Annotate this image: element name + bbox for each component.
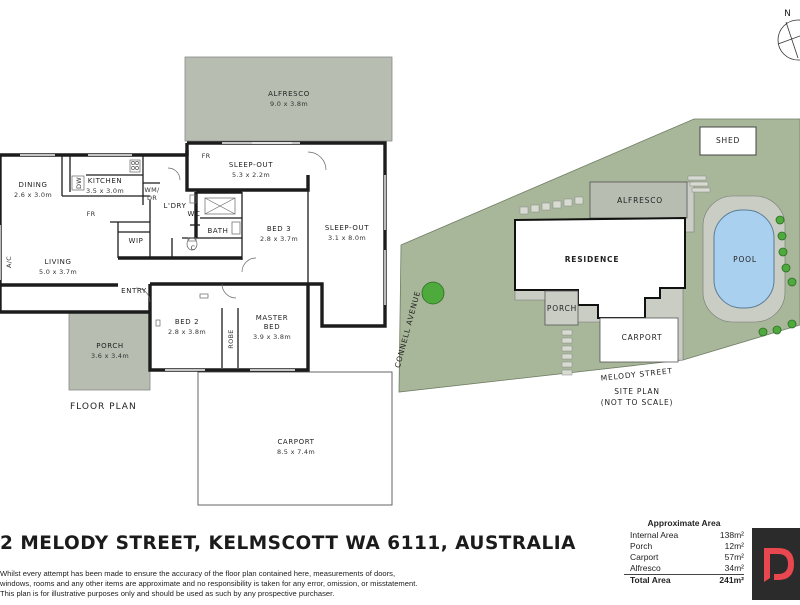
compass-circle xyxy=(777,19,800,61)
compass: N xyxy=(777,9,800,61)
main-walls xyxy=(0,141,387,372)
carport-area xyxy=(197,371,393,506)
area-row-carport: Carport 57m² xyxy=(624,552,744,563)
site-carport xyxy=(599,317,679,363)
area-label: Carport xyxy=(630,552,659,562)
floor-plan: ALFRESCO 9.0 x 3.8m SLEEP-OUT 5.3 x 2.2m… xyxy=(0,56,393,506)
brand-logo xyxy=(752,528,800,600)
floor-bed2-label: BED 2 xyxy=(175,318,199,326)
aircon-label: A/C xyxy=(5,256,13,268)
entry-label: ENTRY xyxy=(121,287,147,295)
floor-bed2-dims: 2.8 x 3.8m xyxy=(168,328,206,336)
floor-kitchen-label: KITCHEN xyxy=(88,177,123,185)
site-alfresco-label: ALFRESCO xyxy=(617,196,663,205)
floor-sleepout-1-label: SLEEP-OUT xyxy=(229,161,273,169)
disclaimer-line-1: Whilst every attempt has been made to en… xyxy=(0,569,396,578)
area-total-label: Total Area xyxy=(630,575,671,585)
shrubs xyxy=(421,215,797,337)
site-plan: RESIDENCE ALFRESCO POOL SHED PORCH CARPO… xyxy=(393,118,800,407)
site-plan-title: SITE PLAN xyxy=(614,387,660,396)
floor-carport-dims: 8.5 x 7.4m xyxy=(277,448,315,456)
disclaimer: Whilst every attempt has been made to en… xyxy=(0,569,600,599)
area-label: Internal Area xyxy=(630,530,679,540)
wip-label: WIP xyxy=(128,237,143,245)
area-row-total: Total Area 241m² xyxy=(624,574,744,586)
floor-sleepout-2-dims: 3.1 x 8.0m xyxy=(328,234,366,242)
windows xyxy=(0,142,386,371)
cupboard-label: C xyxy=(191,244,196,252)
floor-dining-label: DINING xyxy=(18,181,47,189)
area-summary: Approximate Area Internal Area 138m² Por… xyxy=(624,518,744,586)
floor-carport-label: CARPORT xyxy=(277,438,314,446)
fridge-label-2: FR xyxy=(87,210,96,218)
alfresco-area xyxy=(184,56,393,142)
compass-needle xyxy=(785,21,799,59)
floor-sleepout-1-dims: 5.3 x 2.2m xyxy=(232,171,270,179)
floor-living-label: LIVING xyxy=(44,258,71,266)
site-shed-label: SHED xyxy=(716,136,740,145)
area-summary-title: Approximate Area xyxy=(647,518,721,528)
site-shed xyxy=(699,126,757,156)
property-address: 2 MELODY STREET, KELMSCOTT WA 6111, AUST… xyxy=(0,533,576,554)
washing-machine-label: WM/ xyxy=(144,186,160,194)
north-label: N xyxy=(784,9,792,19)
site-porch-label: PORCH xyxy=(547,304,577,313)
area-label: Alfresco xyxy=(630,563,661,573)
disclaimer-line-3: This plan is for illustrative purposes o… xyxy=(0,589,335,598)
wc-label: WC xyxy=(187,210,200,218)
site-pool-label: POOL xyxy=(733,255,757,264)
floor-master-bed-label-1: MASTER xyxy=(256,314,288,322)
floor-bed3-dims: 2.8 x 3.7m xyxy=(260,235,298,243)
floor-porch-dims: 3.6 x 3.4m xyxy=(91,352,129,360)
laundry-label: L'DRY xyxy=(164,202,187,210)
floor-plan-heading: FLOOR PLAN xyxy=(70,402,137,412)
site-alfresco xyxy=(589,181,688,219)
door-swings xyxy=(135,151,327,303)
floor-porch-label: PORCH xyxy=(96,342,123,350)
floor-sleepout-2-label: SLEEP-OUT xyxy=(325,224,369,232)
area-row-alfresco: Alfresco 34m² xyxy=(624,563,744,574)
bath-label: BATH xyxy=(208,227,229,235)
dryer-label: DR xyxy=(147,194,157,202)
stepping-stones xyxy=(519,175,711,376)
area-value: 57m² xyxy=(724,552,744,562)
robe-label: ROBE xyxy=(227,329,235,348)
site-porch xyxy=(544,290,579,326)
area-label: Porch xyxy=(630,541,653,551)
area-row-porch: Porch 12m² xyxy=(624,541,744,552)
floor-living-dims: 5.0 x 3.7m xyxy=(39,268,77,276)
fixtures xyxy=(71,159,241,327)
area-value: 138m² xyxy=(719,530,744,540)
area-total-value: 241m² xyxy=(719,575,744,585)
site-residence-label: RESIDENCE xyxy=(565,255,620,264)
compass-cross xyxy=(777,35,800,45)
fridge-label-1: FR xyxy=(202,152,211,160)
site-plan-subtitle: (NOT TO SCALE) xyxy=(601,398,673,407)
disclaimer-line-2: windows, rooms and any other items are a… xyxy=(0,579,418,588)
site-pool xyxy=(713,209,775,309)
floor-bed3-label: BED 3 xyxy=(267,225,291,233)
brand-logo-mark xyxy=(764,548,794,582)
area-value: 34m² xyxy=(724,563,744,573)
area-row-internal: Internal Area 138m² xyxy=(624,530,744,541)
floor-dining-dims: 2.6 x 3.0m xyxy=(14,191,52,199)
floor-alfresco-dims: 9.0 x 3.8m xyxy=(270,100,308,108)
floor-master-bed-dims: 3.9 x 3.8m xyxy=(253,333,291,341)
floor-kitchen-dims: 3.5 x 3.0m xyxy=(86,187,124,195)
dishwasher-label: DW xyxy=(75,177,83,189)
area-value: 12m² xyxy=(724,541,744,551)
floor-master-bed-label-2: BED xyxy=(264,323,280,331)
floor-alfresco-label: ALFRESCO xyxy=(268,90,310,98)
site-carport-label: CARPORT xyxy=(622,333,663,342)
melody-street-label: MELODY STREET xyxy=(600,366,673,383)
porch-area xyxy=(68,312,151,391)
